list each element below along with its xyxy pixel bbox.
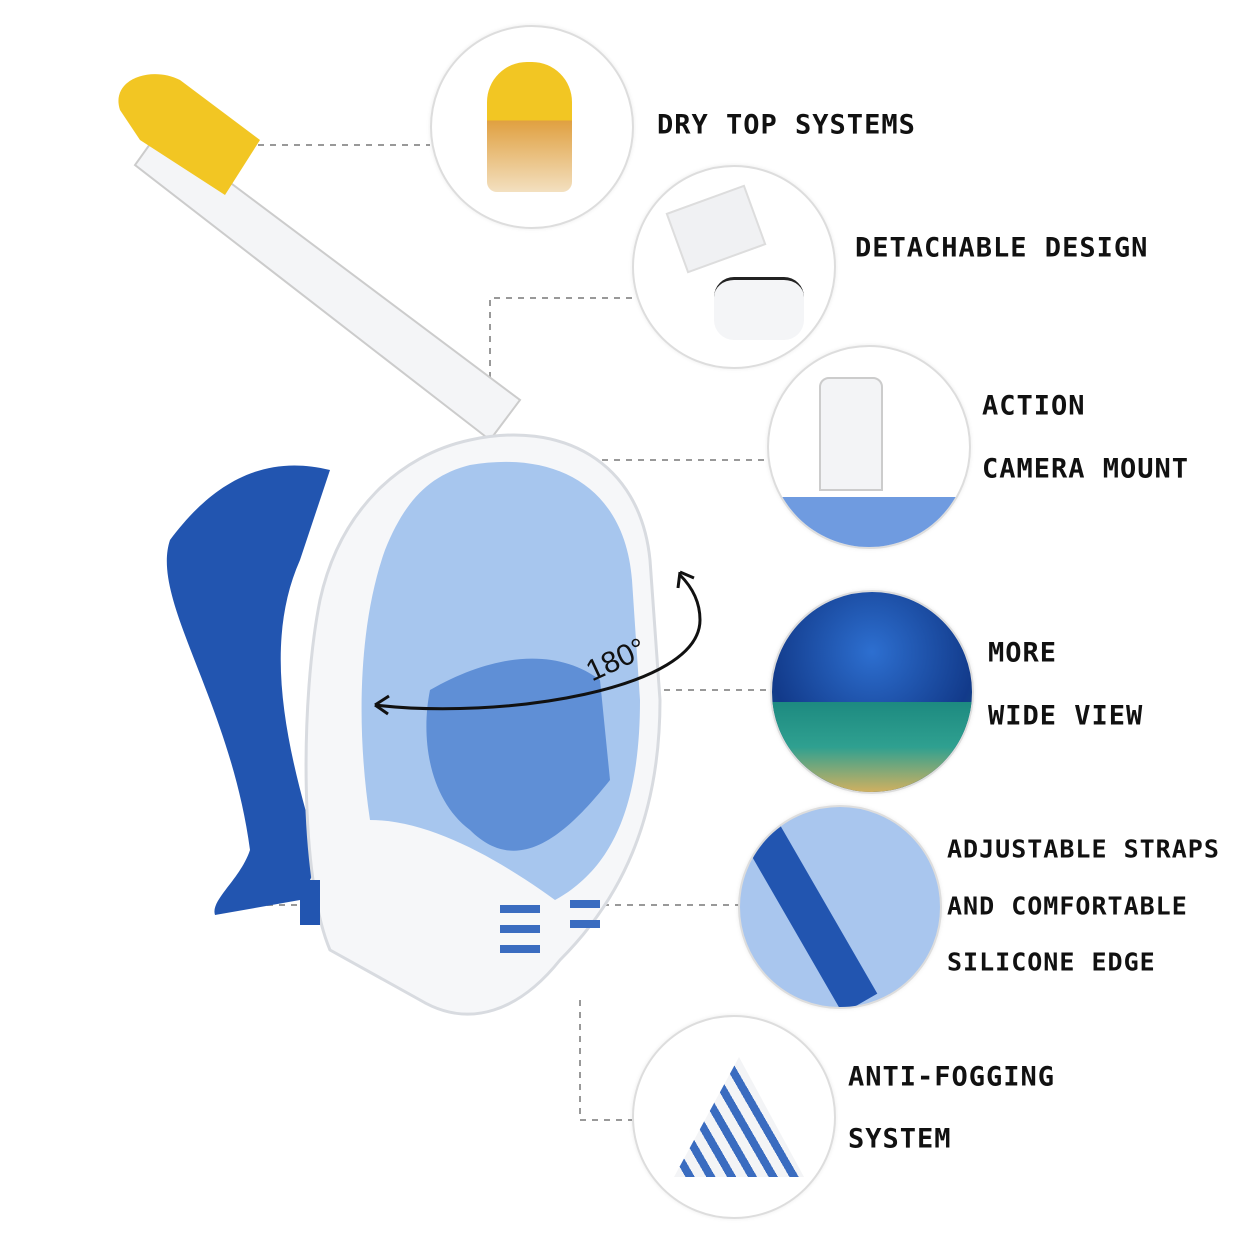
label-dry-top: DRY TOP SYSTEMS	[657, 109, 916, 141]
view-angle-arrow	[374, 573, 702, 711]
circle-wide-view	[770, 590, 974, 794]
label-camera-line1: ACTION	[982, 390, 1086, 422]
label-straps-line3: SILICONE EDGE	[947, 947, 1156, 977]
snorkel-cap	[118, 74, 261, 195]
label-antifog-line2: SYSTEM	[848, 1123, 952, 1155]
label-view-line1: MORE	[988, 637, 1058, 669]
label-straps-line1: ADJUSTABLE STRAPS	[947, 834, 1220, 864]
label-camera-line2: CAMERA MOUNT	[982, 453, 1190, 485]
label-straps-line2: AND COMFORTABLE	[947, 891, 1188, 921]
dry-top-valve-image	[487, 62, 572, 192]
label-detachable: DETACHABLE DESIGN	[855, 232, 1149, 264]
circle-detachable	[632, 165, 836, 369]
circle-anti-fog	[632, 1015, 836, 1219]
circle-straps	[738, 805, 942, 1009]
label-view-line2: WIDE VIEW	[988, 700, 1144, 732]
vent-slots	[500, 900, 600, 953]
circle-camera-mount	[767, 345, 971, 549]
label-antifog-line1: ANTI-FOGGING	[848, 1061, 1056, 1093]
strap	[166, 465, 330, 915]
circle-dry-top	[430, 25, 634, 229]
